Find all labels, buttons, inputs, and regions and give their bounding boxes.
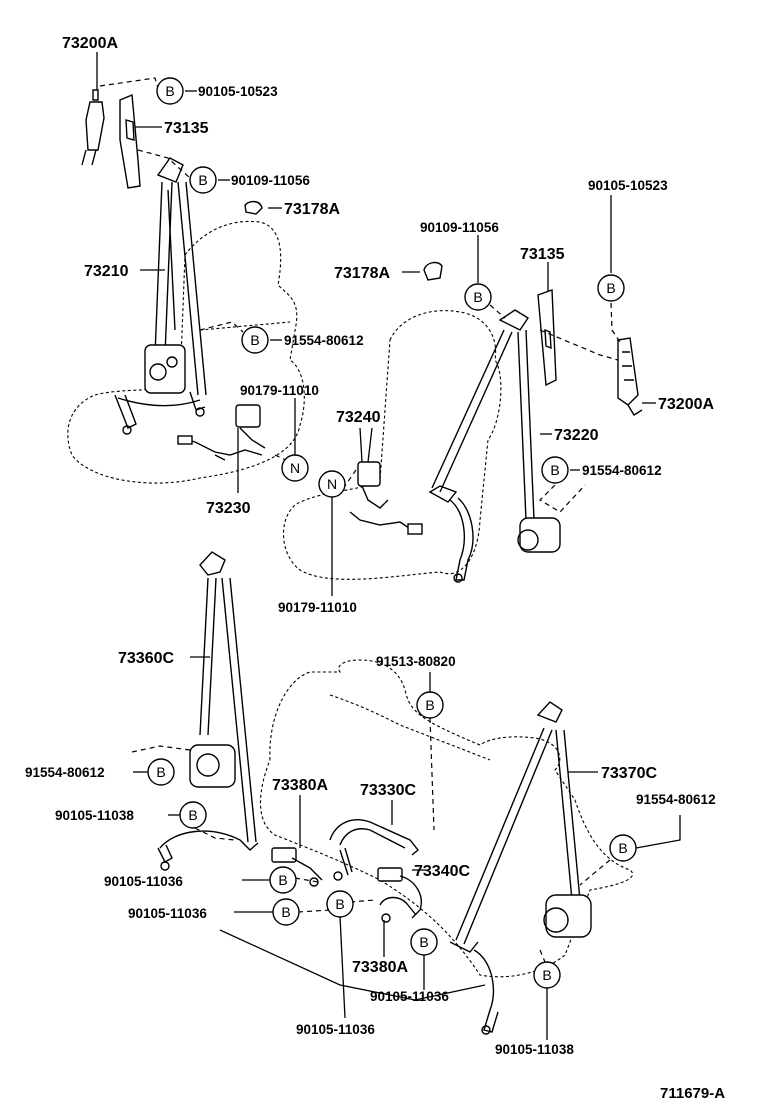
bolt-symbols: B B B B B B B B B B B B B B B xyxy=(147,77,637,989)
front-left-buckle xyxy=(177,404,266,461)
svg-text:B: B xyxy=(250,332,259,348)
label-91554-80612-rear-left: 91554-80612 xyxy=(25,765,105,780)
label-73178A-right: 73178A xyxy=(334,265,390,282)
label-73380A-top: 73380A xyxy=(272,777,328,794)
figure-number: 711679-A xyxy=(660,1085,725,1102)
front-right-seat-outline xyxy=(283,310,502,580)
part-labels: 73200A 90105-10523 73135 90109-11056 731… xyxy=(25,35,725,1102)
label-73240: 73240 xyxy=(336,409,381,426)
label-90105-10523-right: 90105-10523 xyxy=(588,178,668,193)
label-90105-11036-d: 90105-11036 xyxy=(296,1022,375,1037)
rear-left-belt-assembly xyxy=(157,551,259,871)
label-73360C: 73360C xyxy=(118,650,174,667)
rear-center-belts xyxy=(271,819,422,923)
svg-text:B: B xyxy=(188,807,197,823)
label-91554-80612-rear-right: 91554-80612 xyxy=(636,792,716,807)
label-90105-10523-left: 90105-10523 xyxy=(198,84,278,99)
label-73178A-left: 73178A xyxy=(284,201,340,218)
label-90105-11038-left: 90105-11038 xyxy=(55,808,134,823)
svg-text:B: B xyxy=(419,934,428,950)
label-90105-11038-right: 90105-11038 xyxy=(495,1042,574,1057)
label-73370C: 73370C xyxy=(601,765,657,782)
svg-text:B: B xyxy=(606,280,615,296)
front-right-anchor-parts xyxy=(423,261,643,416)
front-left-seat-outline xyxy=(67,220,305,484)
label-73340C: 73340C xyxy=(414,863,470,880)
front-left-belt-assembly xyxy=(114,157,207,435)
svg-text:B: B xyxy=(156,764,165,780)
label-91513-80820: 91513-80820 xyxy=(376,654,456,669)
label-91554-80612-left: 91554-80612 xyxy=(284,333,364,348)
svg-text:B: B xyxy=(618,840,627,856)
label-73330C: 73330C xyxy=(360,782,416,799)
nut-symbols: N N xyxy=(281,454,346,498)
rear-right-belt-assembly xyxy=(449,701,592,1035)
front-right-buckle xyxy=(349,461,423,535)
label-73220: 73220 xyxy=(554,427,599,444)
label-90179-11010-left: 90179-11010 xyxy=(240,383,319,398)
svg-text:B: B xyxy=(335,896,344,912)
label-73230: 73230 xyxy=(206,500,251,517)
label-73200A-right: 73200A xyxy=(658,396,714,413)
svg-text:B: B xyxy=(425,697,434,713)
label-73380A-bottom: 73380A xyxy=(352,959,408,976)
svg-text:B: B xyxy=(198,172,207,188)
rear-seat-outline xyxy=(259,659,633,978)
leader-lines xyxy=(96,52,681,1040)
label-90105-11036-c: 90105-11036 xyxy=(370,989,449,1004)
front-left-anchor-parts xyxy=(81,89,263,215)
label-91554-80612-right: 91554-80612 xyxy=(582,463,662,478)
svg-text:B: B xyxy=(473,289,482,305)
svg-text:B: B xyxy=(165,83,174,99)
front-right-belt-assembly xyxy=(428,309,561,583)
label-73200A-top: 73200A xyxy=(62,35,118,52)
label-90105-11036-b: 90105-11036 xyxy=(128,906,207,921)
label-90109-11056-right: 90109-11056 xyxy=(420,220,499,235)
label-90179-11010-mid: 90179-11010 xyxy=(278,600,357,615)
svg-text:B: B xyxy=(281,904,290,920)
label-73135-right: 73135 xyxy=(520,246,565,263)
label-73135-left: 73135 xyxy=(164,120,209,137)
svg-text:B: B xyxy=(550,462,559,478)
svg-text:N: N xyxy=(327,476,337,492)
svg-text:N: N xyxy=(290,460,300,476)
label-73210: 73210 xyxy=(84,263,129,280)
svg-text:B: B xyxy=(278,872,287,888)
label-90105-11036-a: 90105-11036 xyxy=(104,874,183,889)
label-90109-11056-left: 90109-11056 xyxy=(231,173,310,188)
svg-text:B: B xyxy=(542,967,551,983)
